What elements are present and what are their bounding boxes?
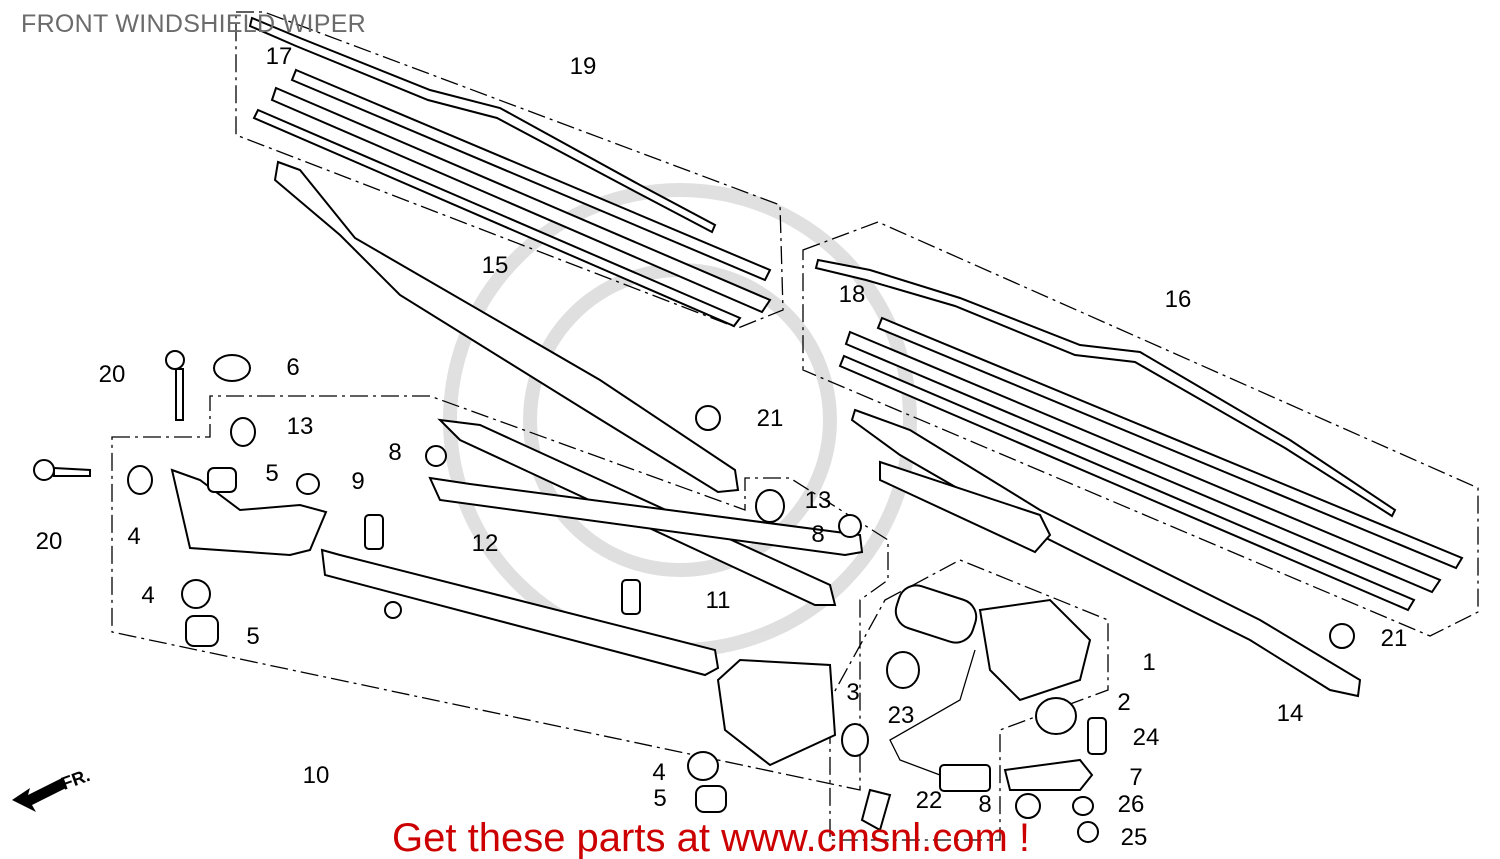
group-box-left-blade [235, 11, 784, 329]
callout-24: 24 [1133, 724, 1160, 751]
callout-3: 3 [846, 679, 859, 706]
callout-18: 18 [839, 281, 866, 308]
callout-7: 7 [1129, 764, 1142, 791]
callout-13: 13 [805, 487, 832, 514]
callout-16: 16 [1165, 286, 1192, 313]
wiper-blade-right [814, 258, 1464, 612]
callout-21: 21 [757, 405, 784, 432]
callout-8: 8 [811, 521, 824, 548]
footer-link-text[interactable]: Get these parts at www.cmsnl.com ! [392, 816, 1030, 859]
callout-17: 17 [266, 43, 293, 70]
callout-19: 19 [570, 53, 597, 80]
callout-4: 4 [652, 759, 665, 786]
callout-8: 8 [978, 791, 991, 818]
watermark-logo [443, 183, 917, 657]
front-arrow-icon: FR. [12, 765, 93, 812]
wiper-blade-left [248, 16, 772, 328]
callout-6: 6 [286, 354, 299, 381]
callout-26: 26 [1118, 791, 1145, 818]
callout-22: 22 [916, 787, 943, 814]
hardware-parts [33, 350, 1355, 843]
callout-12: 12 [472, 530, 499, 557]
callout-5: 5 [246, 623, 259, 650]
callout-15: 15 [482, 252, 509, 279]
callout-9: 9 [351, 468, 364, 495]
callout-13: 13 [287, 413, 314, 440]
group-box-motor [829, 559, 1109, 841]
callout-1: 1 [1142, 649, 1155, 676]
wiper-motor [889, 584, 1092, 792]
callout-21: 21 [1381, 625, 1408, 652]
callout-5: 5 [265, 460, 278, 487]
callout-4: 4 [141, 582, 154, 609]
callout-5: 5 [653, 785, 666, 812]
wiper-arm-left [273, 160, 740, 494]
linkage-frame [320, 548, 720, 677]
diagram-title: FRONT WINDSHIELD WIPER [21, 10, 367, 38]
callout-20: 20 [36, 528, 63, 555]
link-rod-12 [428, 476, 864, 557]
callout-10: 10 [303, 762, 330, 789]
callout-4: 4 [127, 523, 140, 550]
crank-arm [1003, 758, 1094, 791]
motor-bracket [716, 658, 837, 767]
arm-cover [879, 460, 1052, 554]
callout-20: 20 [99, 361, 126, 388]
svg-text:FR.: FR. [59, 765, 93, 794]
callout-2: 2 [1117, 689, 1130, 716]
callout-23: 23 [888, 702, 915, 729]
wiper-arm-right [850, 408, 1362, 698]
callout-11: 11 [706, 587, 731, 614]
callout-14: 14 [1277, 700, 1304, 727]
callout-25: 25 [1121, 824, 1148, 851]
callout-8: 8 [388, 439, 401, 466]
group-box-linkage [111, 395, 889, 791]
group-box-right-blade [802, 221, 1479, 637]
